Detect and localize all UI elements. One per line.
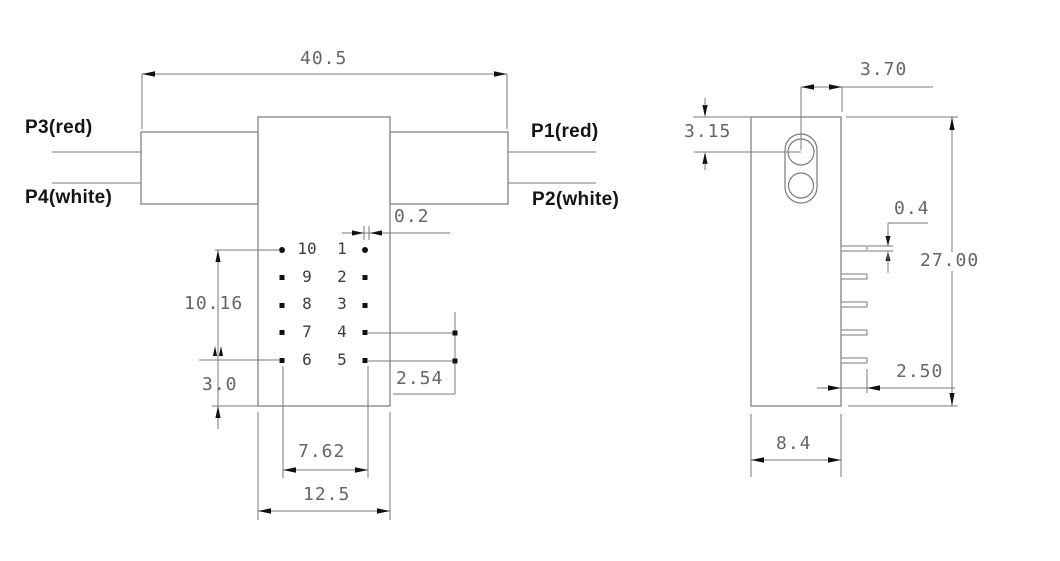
side-body-outline [750,116,842,407]
dim-pin-col-offset-0-2 [342,226,450,240]
pin-3-dot [362,303,368,308]
dim-pin-pitch-2-54 [393,312,458,395]
dim-label-body-width: 12.5 [303,484,351,505]
dim-pin-length-2-50 [817,369,955,393]
pin-7-dot [279,330,285,335]
dim-body-depth-8-4 [750,414,842,477]
dim-label-pin-pitch: 2.54 [396,368,444,389]
dim-label-hole-from-top: 3.15 [684,121,732,142]
front-view-pins [199,247,455,363]
dim-body-width-12-5 [257,412,391,520]
side-pin-1 [840,245,868,252]
pin-number-10: 10 [297,239,317,258]
dim-label-pin-cols-span: 7.62 [298,441,346,462]
dim-label-pin-rows-span: 10.16 [184,293,244,314]
pin-8-dot [279,303,285,308]
pin-2-dot [362,275,368,280]
fiber-hole-lower [787,172,815,199]
side-view-outline [750,116,868,407]
side-pin-3 [840,301,868,308]
pin-number-7: 7 [302,322,312,341]
dim-label-hole-offset: 3.70 [860,59,908,80]
pin-9-dot [279,275,285,280]
front-right-collar-outline [389,131,509,205]
pin-6-dot [279,358,285,363]
pin-10-dot [279,247,285,253]
pin-number-9: 9 [302,267,312,286]
port-label-p4: P4(white) [25,187,113,208]
dim-pin-thickness-0-4 [868,222,928,273]
pin-number-6: 6 [302,350,312,369]
front-left-collar-outline [140,131,259,205]
dim-label-pin-thickness: 0.4 [894,198,930,219]
pin-number-8: 8 [302,294,312,313]
dim-pin-rows-span-10-16-and-3-0 [212,250,258,429]
dim-hole-from-top-3-15 [693,98,801,170]
dim-label-pin-col-offset: 0.2 [394,206,430,227]
dim-pin-cols-span-7-62 [282,366,369,478]
dim-label-body-depth: 8.4 [776,433,812,454]
dim-label-body-height: 27.00 [917,251,983,271]
dim-overall-width-40-5 [141,71,508,129]
side-pin-2 [840,273,868,280]
port-label-p2: P2(white) [532,189,620,210]
pin-5-dot [362,358,368,363]
port-label-p1: P1(red) [531,121,599,142]
pin-number-3: 3 [337,294,347,313]
dim-label-pins-to-bottom: 3.0 [202,374,238,395]
dim-label-pin-length: 2.50 [896,361,944,382]
pin-number-5: 5 [337,350,347,369]
port-label-p3: P3(red) [25,117,93,138]
pin-1-dot [362,247,368,253]
front-view-outline [52,116,596,407]
front-body-outline [257,116,391,407]
side-pin-4 [840,329,868,336]
pin-number-2: 2 [337,267,347,286]
dim-label-overall-width: 40.5 [300,48,348,69]
pin-number-1: 1 [337,239,347,258]
dim-hole-offset-3-70 [800,84,933,150]
side-pin-5 [840,357,868,364]
pin-4-dot [362,330,368,335]
pin-number-4: 4 [337,322,347,341]
